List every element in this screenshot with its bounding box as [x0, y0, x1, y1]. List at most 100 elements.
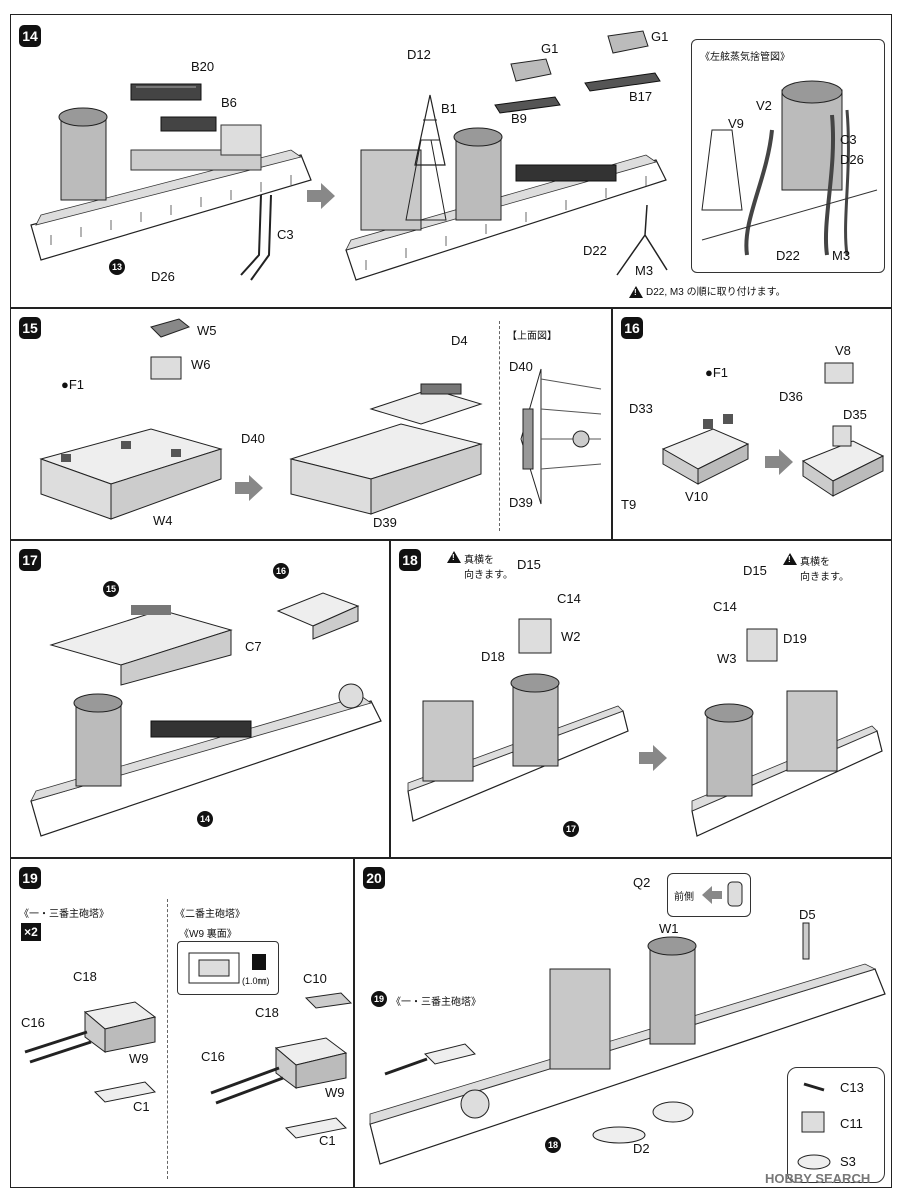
step-14-label-b6: B6	[221, 95, 237, 110]
step-18-caution-right-text: 真横を 向きます。	[800, 557, 849, 583]
step-18-label-w3: W3	[717, 651, 737, 666]
step-16-v8-part	[824, 362, 854, 384]
step-16-label-d36: D36	[779, 389, 803, 404]
step-15-label-w6: W6	[191, 357, 211, 372]
step-19-label-c1-b: C1	[319, 1133, 336, 1148]
step-18-w2-part	[518, 618, 552, 654]
step-20-boat-parts	[797, 1082, 831, 1170]
step-19-right-title: 《二番主砲塔》	[175, 909, 245, 920]
step-19-number: 19	[19, 867, 41, 889]
step-18-label-w2: W2	[561, 629, 581, 644]
step-20-front-part	[727, 881, 743, 907]
step-15-label-d40: D40	[241, 431, 265, 446]
step-15-w5-part	[150, 318, 191, 338]
step-18-label-c14-a: C14	[557, 591, 581, 606]
step-15-inset-d40: D40	[509, 359, 533, 374]
step-15-label-w4: W4	[153, 513, 173, 528]
step-16-label-d35: D35	[843, 407, 867, 422]
step-15-label-f1: ●F1	[61, 377, 85, 392]
step-16-label-v10: V10	[685, 489, 709, 504]
step-14-label-g1-b: G1	[651, 29, 669, 44]
step-14-label-d26: D26	[151, 269, 175, 284]
step-17-sub15	[49, 605, 233, 686]
step-20-boat	[652, 1101, 694, 1123]
step-14-label-b1: B1	[441, 101, 457, 116]
step-19-label-w9-a: W9	[129, 1051, 149, 1066]
step-19-turret-left	[24, 1001, 157, 1103]
step-14-g1a-part	[510, 58, 552, 82]
step-19-label-c18-a: C18	[73, 969, 97, 984]
step-15-label-w5: W5	[197, 323, 217, 338]
step-14-label-b20: B20	[191, 59, 215, 74]
step-14-b17-part	[584, 72, 661, 92]
step-17-number: 17	[19, 549, 41, 571]
step-20-d2-part	[592, 1126, 646, 1144]
step-20-front-arrow	[702, 886, 722, 904]
caution-icon	[629, 286, 643, 299]
step-14-inset-c3: C3	[840, 132, 857, 147]
step-16-number: 16	[621, 317, 643, 339]
step-20-front-box: 前側	[667, 873, 751, 917]
step-19-times-badge: ×2	[21, 923, 41, 941]
step-14-inset-d26: D26	[840, 152, 864, 167]
step-14-label-d12: D12	[407, 47, 431, 62]
step-20-front-label: 前側	[674, 892, 694, 903]
step-14-hull-right	[345, 127, 667, 281]
step-18-next-arrow	[639, 745, 667, 771]
step-19-left-title: 《一・三番主砲塔》	[19, 909, 109, 920]
step-15-inset-title: 【上面図】	[507, 331, 557, 342]
step-18-label-d18: D18	[481, 649, 505, 664]
step-16-label-v8: V8	[835, 343, 851, 358]
watermark: HOBBY SEARCH	[765, 1171, 871, 1186]
step-14-b6-part	[160, 116, 217, 132]
step-17-ref-15: 15	[103, 581, 119, 597]
step-15-divider	[499, 321, 500, 531]
step-20-label-q2: Q2	[633, 875, 651, 890]
step-18-label-d15-a: D15	[517, 557, 541, 572]
step-14-next-arrow	[307, 183, 335, 209]
step-20-label-c13: C13	[840, 1080, 864, 1095]
step-16-base-part	[661, 414, 750, 485]
caution-icon	[447, 551, 461, 563]
step-14-inset: 《左舷蒸気捨管図》 V2 V9 C3 D26 D22 M3	[691, 39, 885, 273]
step-15-label-d4: D4	[451, 333, 468, 348]
step-19-label-c16-b: C16	[201, 1049, 225, 1064]
step-19-drill-size: (1.0㎜)	[242, 976, 270, 986]
step-18-caution-right: 真横を 向きます。	[783, 553, 849, 583]
step-14-b20-part	[130, 83, 202, 101]
step-14-inset-drawing	[701, 80, 878, 256]
step-19-w9-back-box: (1.0㎜)	[177, 941, 279, 995]
step-20-number: 20	[363, 867, 385, 889]
step-17-label-c7: C7	[245, 639, 262, 654]
step-20-label-d2: D2	[633, 1141, 650, 1156]
step-18-label-d19: D19	[783, 631, 807, 646]
step-17-ref-14: 14	[197, 811, 213, 827]
step-14-inset-title: 《左舷蒸気捨管図》	[700, 52, 790, 63]
step-20-label-d5: D5	[799, 907, 816, 922]
step-16-label-d33: D33	[629, 401, 653, 416]
step-17-panel: 17 15 16 C7 14	[10, 540, 390, 858]
step-15-next-arrow	[235, 475, 263, 501]
step-20-boat-inset: C13 C11 S3	[787, 1067, 885, 1183]
step-14-inset-v9: V9	[728, 116, 744, 131]
step-14-b9-part	[494, 96, 561, 114]
step-18-label-d15-b: D15	[743, 563, 767, 578]
step-16-panel: 16 ●F1 D33 T9 V10 V8 D36 D35	[612, 308, 892, 540]
step-18-caution-left: 真横を 向きます。	[447, 551, 513, 581]
step-14-inset-v2: V2	[756, 98, 772, 113]
step-14-caution: D22, M3 の順に取り付けます。	[629, 283, 786, 299]
step-20-d5-part	[802, 922, 810, 960]
step-18-panel: 18 真横を 向きます。 D15 C14 W2 D18 17 D15 真横を 向…	[390, 540, 892, 858]
step-16-assembled	[801, 425, 885, 497]
step-18-number: 18	[399, 549, 421, 571]
step-14-inset-m3: M3	[832, 248, 851, 263]
step-15-inset-d39: D39	[509, 495, 533, 510]
step-20-label-c11: C11	[840, 1116, 863, 1131]
step-19-label-w9-b: W9	[325, 1085, 345, 1100]
step-16-label-t9: T9	[621, 497, 637, 512]
step-19-panel: 19 《一・三番主砲塔》 ×2 C18 C16 W9 C1 《二番主砲塔》 《W…	[10, 858, 354, 1188]
step-14-label-g1-a: G1	[541, 41, 559, 56]
step-14-panel: 14 B20 B6 C3 D26 13	[10, 14, 892, 308]
step-14-inset-d22: D22	[776, 248, 800, 263]
step-18-w3-part	[746, 628, 778, 662]
